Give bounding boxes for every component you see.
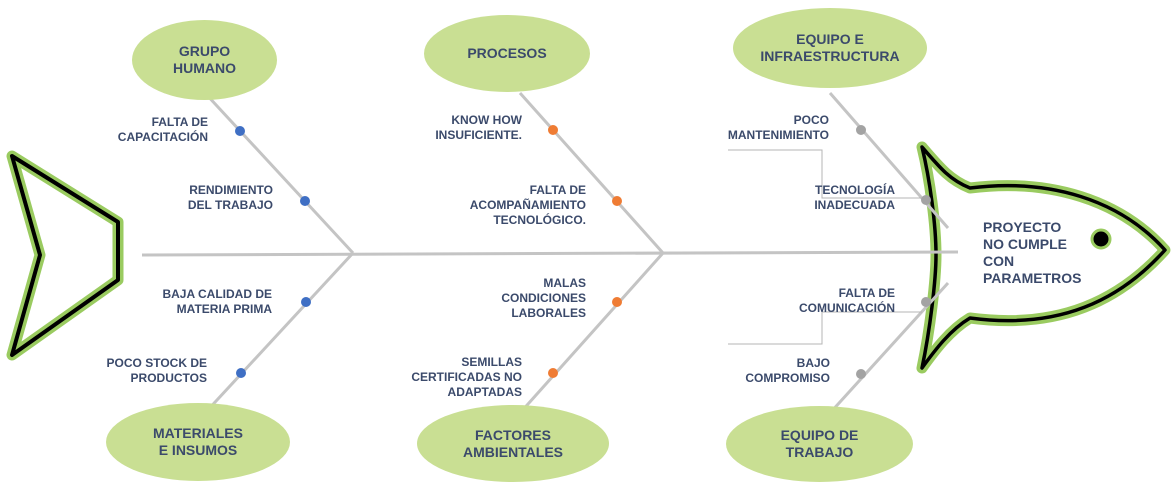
- cause-bajo-compromiso: BAJO COMPROMISO: [745, 356, 830, 385]
- category-equipo-trabajo: EQUIPO DE TRABAJO: [726, 406, 913, 482]
- dot-poco-mantenimiento: [856, 125, 866, 135]
- category-materiales-label: MATERIALES E INSUMOS: [153, 425, 243, 458]
- cause-know-how: KNOW HOW INSUFICIENTE.: [435, 113, 522, 142]
- cause-acompanamiento: FALTA DE ACOMPAÑAMIENTO TECNOLÓGICO.: [469, 183, 586, 227]
- cause-rendimiento: RENDIMIENTO DEL TRABAJO: [187, 183, 273, 212]
- cause-tecnologia: TECNOLOGÍA INADECUADA: [814, 183, 895, 212]
- category-equipo-trabajo-label: EQUIPO DE TRABAJO: [780, 427, 859, 460]
- dot-acompanamiento: [612, 196, 622, 206]
- category-grupo-humano: GRUPO HUMANO: [132, 20, 277, 100]
- bone-grupo-humano: [203, 91, 355, 255]
- dot-malas-condiciones: [612, 297, 622, 307]
- dot-falta-comunicacion: [921, 297, 931, 307]
- category-factores-label: FACTORES AMBIENTALES: [462, 426, 564, 460]
- fish-tail: [6, 150, 124, 361]
- bone-equipo-infra: [828, 92, 950, 229]
- dot-tecnologia: [921, 195, 931, 205]
- cause-falta-capacitacion: FALTA DE CAPACITACIÓN: [117, 115, 208, 144]
- bone-factores: [518, 252, 665, 414]
- effect-label: PROYECTO NO CUMPLE CON PARAMETROS: [983, 219, 1082, 286]
- category-procesos-label: PROCESOS: [467, 45, 547, 61]
- cause-semillas: SEMILLAS CERTIFICADAS NO ADAPTADAS: [411, 355, 522, 399]
- cause-poco-mantenimiento: POCO MANTENIMIENTO: [727, 113, 829, 142]
- category-factores: FACTORES AMBIENTALES: [417, 405, 609, 482]
- dot-semillas: [548, 368, 558, 378]
- dot-know-how: [548, 125, 558, 135]
- cause-falta-comunicacion: FALTA DE COMUNICACIÓN: [799, 286, 895, 315]
- bone-procesos: [518, 92, 665, 254]
- category-equipo-infra: EQUIPO E INFRAESTRUCTURA: [733, 8, 927, 88]
- dot-bajo-compromiso: [856, 369, 866, 379]
- cause-poco-stock: POCO STOCK DE PRODUCTOS: [106, 356, 207, 385]
- category-equipo-infra-label: EQUIPO E INFRAESTRUCTURA: [760, 31, 900, 64]
- dot-rendimiento: [300, 196, 310, 206]
- dot-poco-stock: [236, 368, 246, 378]
- bone-materiales: [203, 251, 355, 415]
- category-grupo-humano-label: GRUPO HUMANO: [173, 43, 236, 76]
- category-procesos: PROCESOS: [424, 15, 590, 92]
- dot-baja-calidad: [301, 297, 311, 307]
- spine: [141, 250, 959, 257]
- cause-malas-condiciones: MALAS CONDICIONES LABORALES: [501, 276, 586, 320]
- dot-falta-capacitacion: [235, 126, 245, 136]
- cause-baja-calidad: BAJA CALIDAD DE MATERIA PRIMA: [162, 287, 272, 316]
- category-materiales: MATERIALES E INSUMOS: [106, 403, 290, 481]
- fish-eye: [1090, 228, 1112, 250]
